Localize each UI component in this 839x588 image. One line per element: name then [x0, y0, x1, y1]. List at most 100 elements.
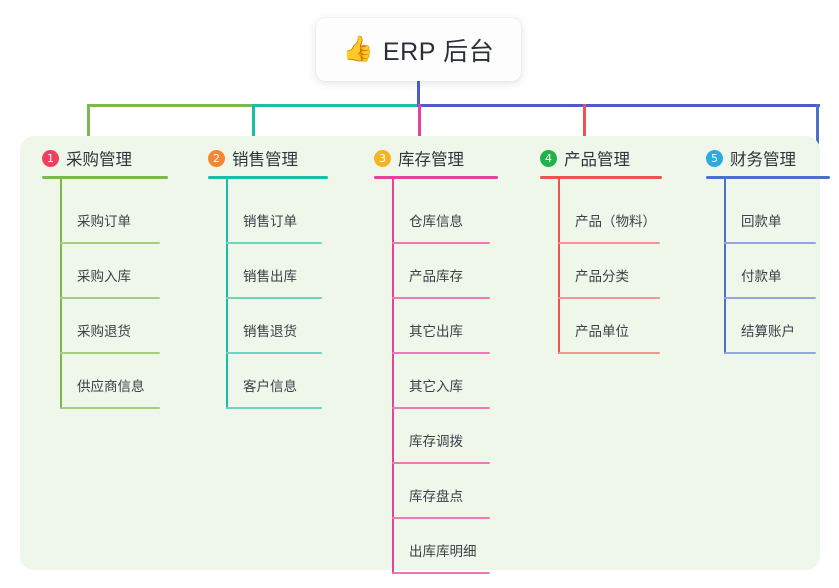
branch-leaf[interactable]: 仓库信息: [392, 189, 490, 244]
branch-column-5: 5 财务管理回款单付款单结算账户: [684, 146, 830, 354]
branch-leaf-rule: [226, 297, 322, 299]
branch-leaf-label: 供应商信息: [77, 379, 145, 394]
branch-leaf-label: 销售订单: [243, 214, 297, 229]
trunk-segment-left: [87, 104, 253, 107]
branch-leaf-label: 付款单: [741, 269, 782, 284]
branch-header-4[interactable]: 4 产品管理: [518, 146, 630, 170]
branch-leaf-label: 其它出库: [409, 324, 463, 339]
branch-leaf-rule: [392, 407, 490, 409]
branch-leaf-rule: [558, 297, 660, 299]
branch-leaf[interactable]: 付款单: [724, 244, 816, 299]
branch-column-4: 4 产品管理产品（物料） 产品分类产品单位: [518, 146, 662, 354]
branch-spine: [60, 179, 62, 409]
branch-leaf-label: 客户信息: [243, 379, 297, 394]
branch-leaf-rule: [392, 352, 490, 354]
branch-leaf[interactable]: 采购订单: [60, 189, 160, 244]
branch-spine: [724, 179, 726, 354]
branch-leaf-label: 其它入库: [409, 379, 463, 394]
branch-leaf[interactable]: 回款单: [724, 189, 816, 244]
branch-leaf-label: 销售退货: [243, 324, 297, 339]
branch-leaf[interactable]: 客户信息: [226, 354, 322, 409]
thumbs-up-icon: 👍: [342, 35, 374, 63]
root-stem: [417, 81, 420, 105]
branch-title: 产品管理: [564, 151, 630, 169]
branch-header-rule: [374, 176, 498, 179]
branch-leaf-rule: [724, 352, 816, 354]
branch-leaf[interactable]: 结算账户: [724, 299, 816, 354]
branch-leaf[interactable]: 销售出库: [226, 244, 322, 299]
branch-drop-2: [252, 104, 255, 146]
branch-leaf-rule: [558, 242, 660, 244]
branch-number-badge: 3: [374, 149, 391, 167]
branch-title: 财务管理: [730, 151, 796, 169]
branch-leaf[interactable]: 出库库明细: [392, 519, 490, 574]
root-title: ERP 后台: [382, 37, 495, 66]
branch-leaf[interactable]: 产品（物料）: [558, 189, 660, 244]
branch-leaf-rule: [558, 352, 660, 354]
branch-leaf[interactable]: 供应商信息: [60, 354, 160, 409]
branch-spine: [226, 179, 228, 409]
branch-leaf-rule: [226, 352, 322, 354]
branch-header-rule: [42, 176, 168, 179]
branch-title: 销售管理: [232, 151, 298, 169]
branch-title: 库存管理: [398, 151, 464, 169]
branch-title: 采购管理: [66, 151, 132, 169]
branch-spine: [392, 179, 394, 574]
branch-leaf[interactable]: 销售退货: [226, 299, 322, 354]
branch-leaf-rule: [60, 352, 160, 354]
trunk-segment-right: [417, 104, 820, 107]
branch-drop-5: [816, 104, 819, 146]
trunk-segment-mid: [252, 104, 418, 107]
branch-leaf-rule: [392, 297, 490, 299]
branch-header-5[interactable]: 5 财务管理: [684, 146, 796, 170]
branch-leaf[interactable]: 采购退货: [60, 299, 160, 354]
branch-leaf[interactable]: 库存盘点: [392, 464, 490, 519]
branch-leaf[interactable]: 产品库存: [392, 244, 490, 299]
branch-leaf[interactable]: 其它入库: [392, 354, 490, 409]
branch-header-3[interactable]: 3 库存管理: [352, 146, 464, 170]
branch-number-badge: 4: [540, 149, 557, 167]
branch-leaf-rule: [392, 242, 490, 244]
branch-leaf[interactable]: 产品单位: [558, 299, 660, 354]
branch-leaf-label: 采购订单: [77, 214, 131, 229]
branch-number-badge: 2: [208, 149, 225, 167]
branch-leaf[interactable]: 其它出库: [392, 299, 490, 354]
branch-leaf[interactable]: 采购入库: [60, 244, 160, 299]
branch-leaf[interactable]: 库存调拨: [392, 409, 490, 464]
branch-drop-3: [418, 104, 421, 146]
branch-leaf-label: 回款单: [741, 214, 782, 229]
branch-number-badge: 5: [706, 149, 723, 167]
branch-header-rule: [208, 176, 328, 179]
root-node[interactable]: 👍 ERP 后台: [316, 18, 521, 81]
branch-leaf-label: 产品（物料）: [575, 214, 656, 229]
branch-leaf-rule: [724, 242, 816, 244]
branch-header-rule: [706, 176, 830, 179]
branch-leaf-rule: [226, 407, 322, 409]
branch-leaf-rule: [226, 242, 322, 244]
branch-leaf-label: 产品库存: [409, 269, 463, 284]
branch-leaf-label: 出库库明细: [409, 544, 477, 559]
branch-header-2[interactable]: 2 销售管理: [186, 146, 298, 170]
branch-leaf-label: 产品单位: [575, 324, 629, 339]
branch-leaf[interactable]: 产品分类: [558, 244, 660, 299]
branch-spine: [558, 179, 560, 354]
branch-leaf-label: 结算账户: [741, 324, 795, 339]
branch-leaf-rule: [392, 517, 490, 519]
branch-leaf-label: 采购入库: [77, 269, 131, 284]
branch-leaf-rule: [60, 297, 160, 299]
branch-leaf-label: 采购退货: [77, 324, 131, 339]
branch-leaf-label: 库存调拨: [409, 434, 463, 449]
branch-column-2: 2 销售管理销售订单销售出库销售退货客户信息: [186, 146, 328, 409]
branch-drop-4: [583, 104, 586, 146]
branch-leaf[interactable]: 销售订单: [226, 189, 322, 244]
branch-drop-1: [87, 104, 90, 146]
branch-leaf-rule: [60, 242, 160, 244]
branch-leaf-rule: [724, 297, 816, 299]
branch-header-rule: [540, 176, 662, 179]
branch-leaf-rule: [392, 572, 490, 574]
branch-leaf-label: 产品分类: [575, 269, 629, 284]
branch-leaf-label: 销售出库: [243, 269, 297, 284]
